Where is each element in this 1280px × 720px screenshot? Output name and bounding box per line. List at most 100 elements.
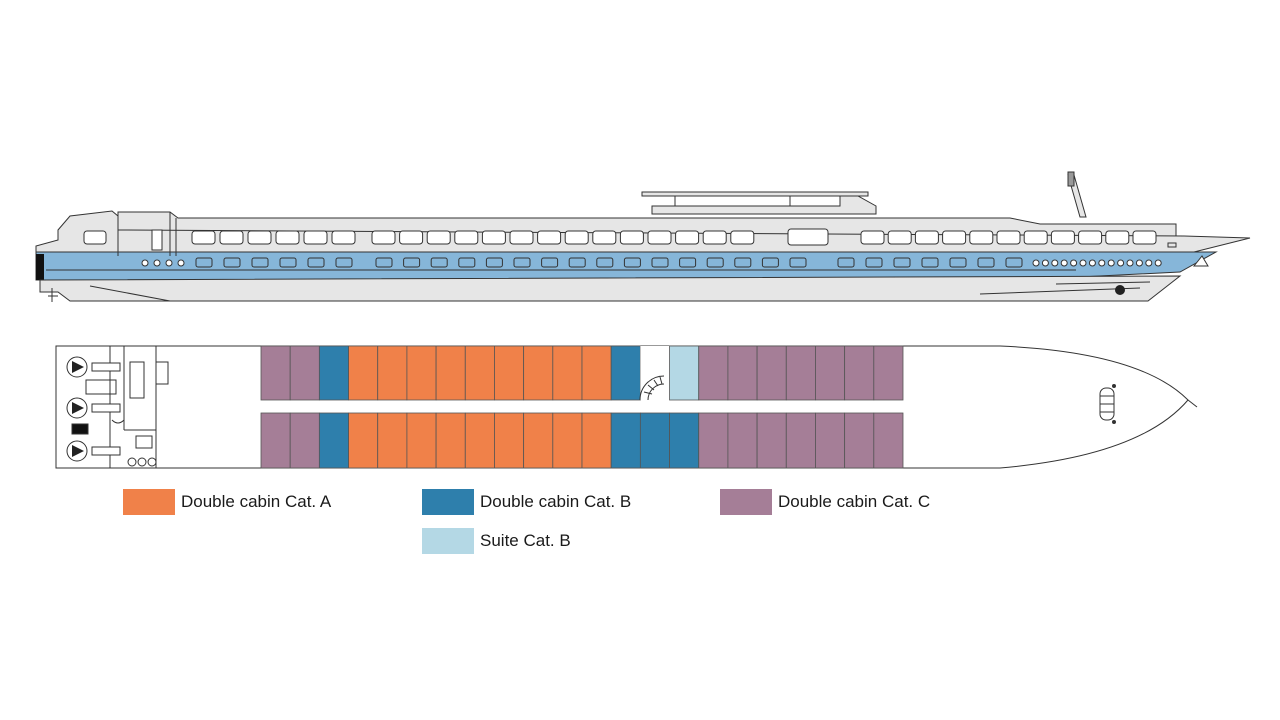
cabin-port-cat-a <box>523 412 554 469</box>
cabin-starboard-cat-b <box>318 345 349 401</box>
hull-porthole <box>893 257 911 268</box>
cabin-starboard-cat-c <box>873 345 904 401</box>
cabin-starboard-cat-c <box>260 345 291 401</box>
cabin-port-cat-b <box>318 412 349 469</box>
round-porthole <box>1088 259 1096 267</box>
side-window <box>191 230 216 245</box>
side-window <box>247 230 272 245</box>
round-porthole <box>165 259 173 267</box>
cabin-port-cat-a <box>435 412 466 469</box>
hull-porthole <box>921 257 939 268</box>
cabin-port-cat-a <box>494 412 525 469</box>
side-window <box>371 230 396 245</box>
hull-porthole <box>541 257 559 268</box>
cabin-port-cat-a <box>377 412 408 469</box>
cabin-port-cat-a <box>348 412 379 469</box>
legend-item-suite-b: Suite Cat. B <box>422 528 571 554</box>
lounge-window <box>787 228 829 246</box>
hull-porthole <box>789 257 807 268</box>
legend-item-cat-b: Double cabin Cat. B <box>422 489 631 515</box>
side-window <box>996 230 1021 245</box>
hull-porthole <box>195 257 213 268</box>
cabin-starboard-cat-a <box>552 345 583 401</box>
mast <box>1067 171 1087 218</box>
thruster-arrow <box>72 445 84 457</box>
cabin-starboard-suite-b <box>669 345 700 401</box>
cabin-port-cat-c <box>698 412 729 469</box>
stern-area <box>71 346 169 468</box>
hull-porthole <box>679 257 697 268</box>
round-porthole <box>1032 259 1040 267</box>
side-window <box>619 230 644 245</box>
cabin-starboard-cat-c <box>844 345 875 401</box>
round-porthole <box>141 259 149 267</box>
hull-porthole <box>623 257 641 268</box>
hull-porthole <box>1005 257 1023 268</box>
side-window <box>454 230 479 245</box>
cabin-port-cat-a <box>552 412 583 469</box>
side-window <box>219 230 244 245</box>
hull-porthole <box>335 257 353 268</box>
round-porthole <box>1126 259 1134 267</box>
side-window <box>426 230 451 245</box>
side-window <box>1078 230 1103 245</box>
thruster-arrow <box>72 402 84 414</box>
cabin-starboard-cat-c <box>289 345 320 401</box>
cabin-port-cat-c <box>727 412 758 469</box>
cabin-starboard-cat-a <box>523 345 554 401</box>
hull-porthole <box>734 257 752 268</box>
legend-swatch-cat-c <box>720 489 772 515</box>
legend-item-cat-a: Double cabin Cat. A <box>123 489 331 515</box>
round-porthole <box>1079 259 1087 267</box>
hull-porthole <box>651 257 669 268</box>
cabin-starboard-cat-a <box>435 345 466 401</box>
side-window <box>702 230 727 245</box>
hull-porthole <box>513 257 531 268</box>
hull-porthole <box>837 257 855 268</box>
legend-swatch-suite-b <box>422 528 474 554</box>
hull-porthole <box>949 257 967 268</box>
cabin-starboard-cat-a <box>406 345 437 401</box>
hull-porthole <box>251 257 269 268</box>
side-window <box>860 230 885 245</box>
lower-hull <box>39 275 1182 302</box>
hull-porthole <box>375 257 393 268</box>
legend-label-suite-b: Suite Cat. B <box>480 531 571 550</box>
stair-well <box>640 346 670 400</box>
round-porthole <box>1041 259 1049 267</box>
cabin-port-cat-c <box>815 412 846 469</box>
legend-swatch-cat-b <box>422 489 474 515</box>
cabin-starboard-cat-c <box>785 345 816 401</box>
side-window <box>914 230 939 245</box>
side-window <box>942 230 967 245</box>
round-porthole <box>1117 259 1125 267</box>
cabin-port-cat-c <box>873 412 904 469</box>
bow-staircase <box>1099 384 1116 424</box>
spiral-staircase <box>639 375 665 401</box>
cabin-starboard-cat-a <box>464 345 495 401</box>
thruster-shaft <box>91 362 121 372</box>
hull-porthole <box>279 257 297 268</box>
round-porthole <box>1051 259 1059 267</box>
thrusters <box>66 356 121 462</box>
round-porthole <box>177 259 185 267</box>
side-window <box>564 230 589 245</box>
side-window <box>331 230 356 245</box>
rudder <box>48 288 58 302</box>
side-window <box>1105 230 1130 245</box>
cabin-port-cat-c <box>785 412 816 469</box>
cabin-port-cat-c <box>289 412 320 469</box>
round-porthole <box>1154 259 1162 267</box>
round-porthole <box>153 259 161 267</box>
round-porthole <box>1135 259 1143 267</box>
cabin-starboard-cat-c <box>815 345 846 401</box>
side-window <box>303 230 328 245</box>
cabin-grid <box>260 345 904 469</box>
round-porthole <box>1098 259 1106 267</box>
cabin-starboard-cat-a <box>348 345 379 401</box>
side-window <box>275 230 300 245</box>
hull-porthole <box>977 257 995 268</box>
thruster-shaft <box>91 403 121 413</box>
side-window <box>887 230 912 245</box>
cabin-port-cat-b <box>669 412 700 469</box>
